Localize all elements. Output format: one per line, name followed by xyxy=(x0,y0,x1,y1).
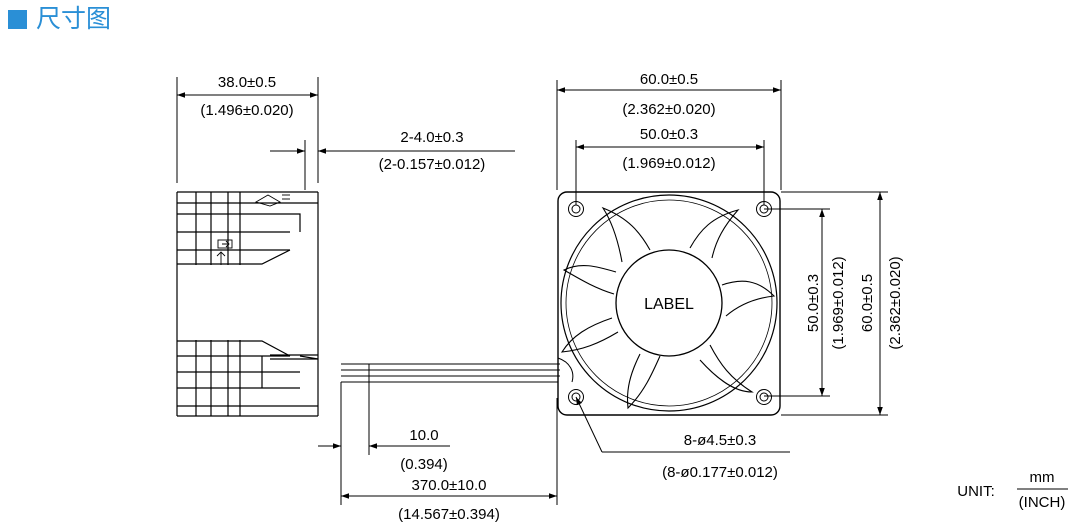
square-bullet-icon xyxy=(8,9,27,29)
strip-inch: (0.394) xyxy=(400,456,448,473)
airflow-arrow-icon xyxy=(217,239,233,249)
unit-label: UNIT: xyxy=(957,483,995,500)
front-height-mm: 60.0±0.5 xyxy=(859,274,876,332)
strip-mm: 10.0 xyxy=(409,427,438,444)
unit-mm: mm xyxy=(1030,469,1055,486)
side-width-mm: 38.0±0.5 xyxy=(218,74,276,91)
hole-width-mm: 50.0±0.3 xyxy=(640,126,698,143)
fan-frame xyxy=(557,191,781,416)
hole-leader xyxy=(575,396,603,453)
hole-height-inch: (1.969±0.012) xyxy=(830,256,847,349)
hole-width-inch: (1.969±0.012) xyxy=(622,155,715,172)
side-width-inch: (1.496±0.020) xyxy=(200,102,293,119)
lead-length-inch: (14.567±0.394) xyxy=(398,506,500,523)
front-height-inch: (2.362±0.020) xyxy=(887,256,904,349)
front-view xyxy=(556,80,888,453)
rib-mm: 2-4.0±0.3 xyxy=(400,129,463,146)
holes-inch: (8-ø0.177±0.012) xyxy=(662,464,778,481)
holes-mm: 8-ø4.5±0.3 xyxy=(684,432,756,449)
fan-label-text: LABEL xyxy=(644,296,694,313)
front-width-inch: (2.362±0.020) xyxy=(622,101,715,118)
rotation-arrow-icon xyxy=(216,251,226,265)
fan-opening xyxy=(560,194,778,412)
fan-blades xyxy=(560,206,776,410)
rib-inch: (2-0.157±0.012) xyxy=(379,156,486,173)
fan-hub xyxy=(615,249,723,357)
direction-mark-icon xyxy=(254,194,290,207)
unit-inch: (INCH) xyxy=(1019,494,1066,511)
lead-length-mm: 370.0±10.0 xyxy=(412,477,487,494)
side-housing xyxy=(176,191,319,417)
lead-wires xyxy=(318,363,560,505)
front-width-mm: 60.0±0.5 xyxy=(640,71,698,88)
section-title: 尺寸图 xyxy=(36,5,112,33)
section-header: 尺寸图 xyxy=(8,4,111,34)
hole-height-mm: 50.0±0.3 xyxy=(805,274,822,332)
side-view xyxy=(176,77,515,417)
